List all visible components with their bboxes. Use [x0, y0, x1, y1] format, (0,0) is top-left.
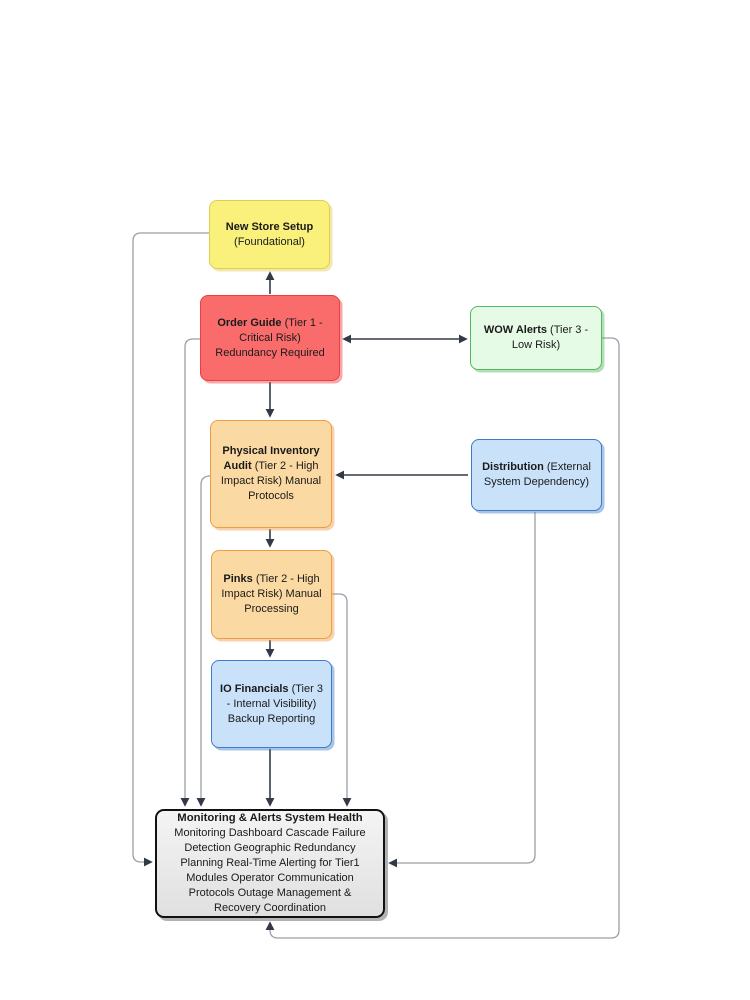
- node-label: Physical Inventory Audit (Tier 2 - High …: [219, 444, 323, 504]
- edge-wowalerts-monitoring-bottomloop: [265, 337, 620, 939]
- node-label: WOW Alerts (Tier 3 - Low Risk): [479, 323, 593, 353]
- node-label-rest: (Tier 3 - Internal Visibility) Backup Re…: [226, 682, 323, 725]
- edge-distribution-monitoring-rightloop: [388, 512, 536, 868]
- node-distribution: Distribution (External System Dependency…: [471, 439, 602, 511]
- node-label: New Store Setup (Foundational): [218, 220, 321, 250]
- edge-newstore-monitoring-leftloop: [132, 232, 209, 867]
- node-label-bold: New Store Setup: [225, 220, 314, 233]
- edge-physicalinventory-monitoring-leftloop: [196, 475, 211, 807]
- node-label: Distribution (External System Dependency…: [480, 460, 593, 490]
- node-label-rest: (External System Dependency): [483, 461, 591, 488]
- node-label-rest: (Tier 3 - Low Risk): [511, 324, 589, 351]
- edge-orderguide-monitoring-leftloop: [180, 338, 200, 807]
- node-label: Order Guide (Tier 1 - Critical Risk) Red…: [209, 316, 331, 361]
- node-label-rest: (Foundational): [234, 235, 305, 248]
- node-label-rest: (Tier 2 - High Impact Risk) Manual Proce…: [221, 573, 322, 615]
- node-pinks: Pinks (Tier 2 - High Impact Risk) Manual…: [211, 550, 332, 639]
- node-physical-inventory-audit: Physical Inventory Audit (Tier 2 - High …: [210, 420, 332, 528]
- node-label: Pinks (Tier 2 - High Impact Risk) Manual…: [220, 572, 323, 617]
- node-label-bold: Order Guide: [217, 316, 282, 329]
- node-order-guide: Order Guide (Tier 1 - Critical Risk) Red…: [200, 295, 340, 381]
- node-label-bold: WOW Alerts: [483, 324, 547, 336]
- node-label: IO Financials (Tier 3 - Internal Visibil…: [220, 682, 323, 727]
- node-wow-alerts: WOW Alerts (Tier 3 - Low Risk): [470, 306, 602, 370]
- node-label-bold: Physical Inventory Audit: [222, 445, 320, 472]
- node-label-rest: (Tier 1 - Critical Risk) Redundancy Requ…: [215, 316, 325, 359]
- node-label-bold: Pinks: [223, 573, 253, 585]
- monitoring-body: Monitoring Dashboard Cascade Failure Det…: [174, 827, 366, 914]
- node-new-store-setup: New Store Setup (Foundational): [209, 200, 330, 269]
- node-label-rest: (Tier 2 - High Impact Risk) Manual Proto…: [220, 460, 322, 502]
- edge-pinks-monitoring-rightloop: [332, 593, 352, 807]
- node-label-bold: IO Financials: [220, 682, 289, 695]
- node-label-bold: Distribution: [482, 461, 544, 473]
- monitoring-title: Monitoring & Alerts System Health: [177, 812, 363, 824]
- node-io-financials: IO Financials (Tier 3 - Internal Visibil…: [211, 660, 332, 748]
- node-monitoring-alerts-system-health: Monitoring & Alerts System Health Monito…: [155, 809, 385, 918]
